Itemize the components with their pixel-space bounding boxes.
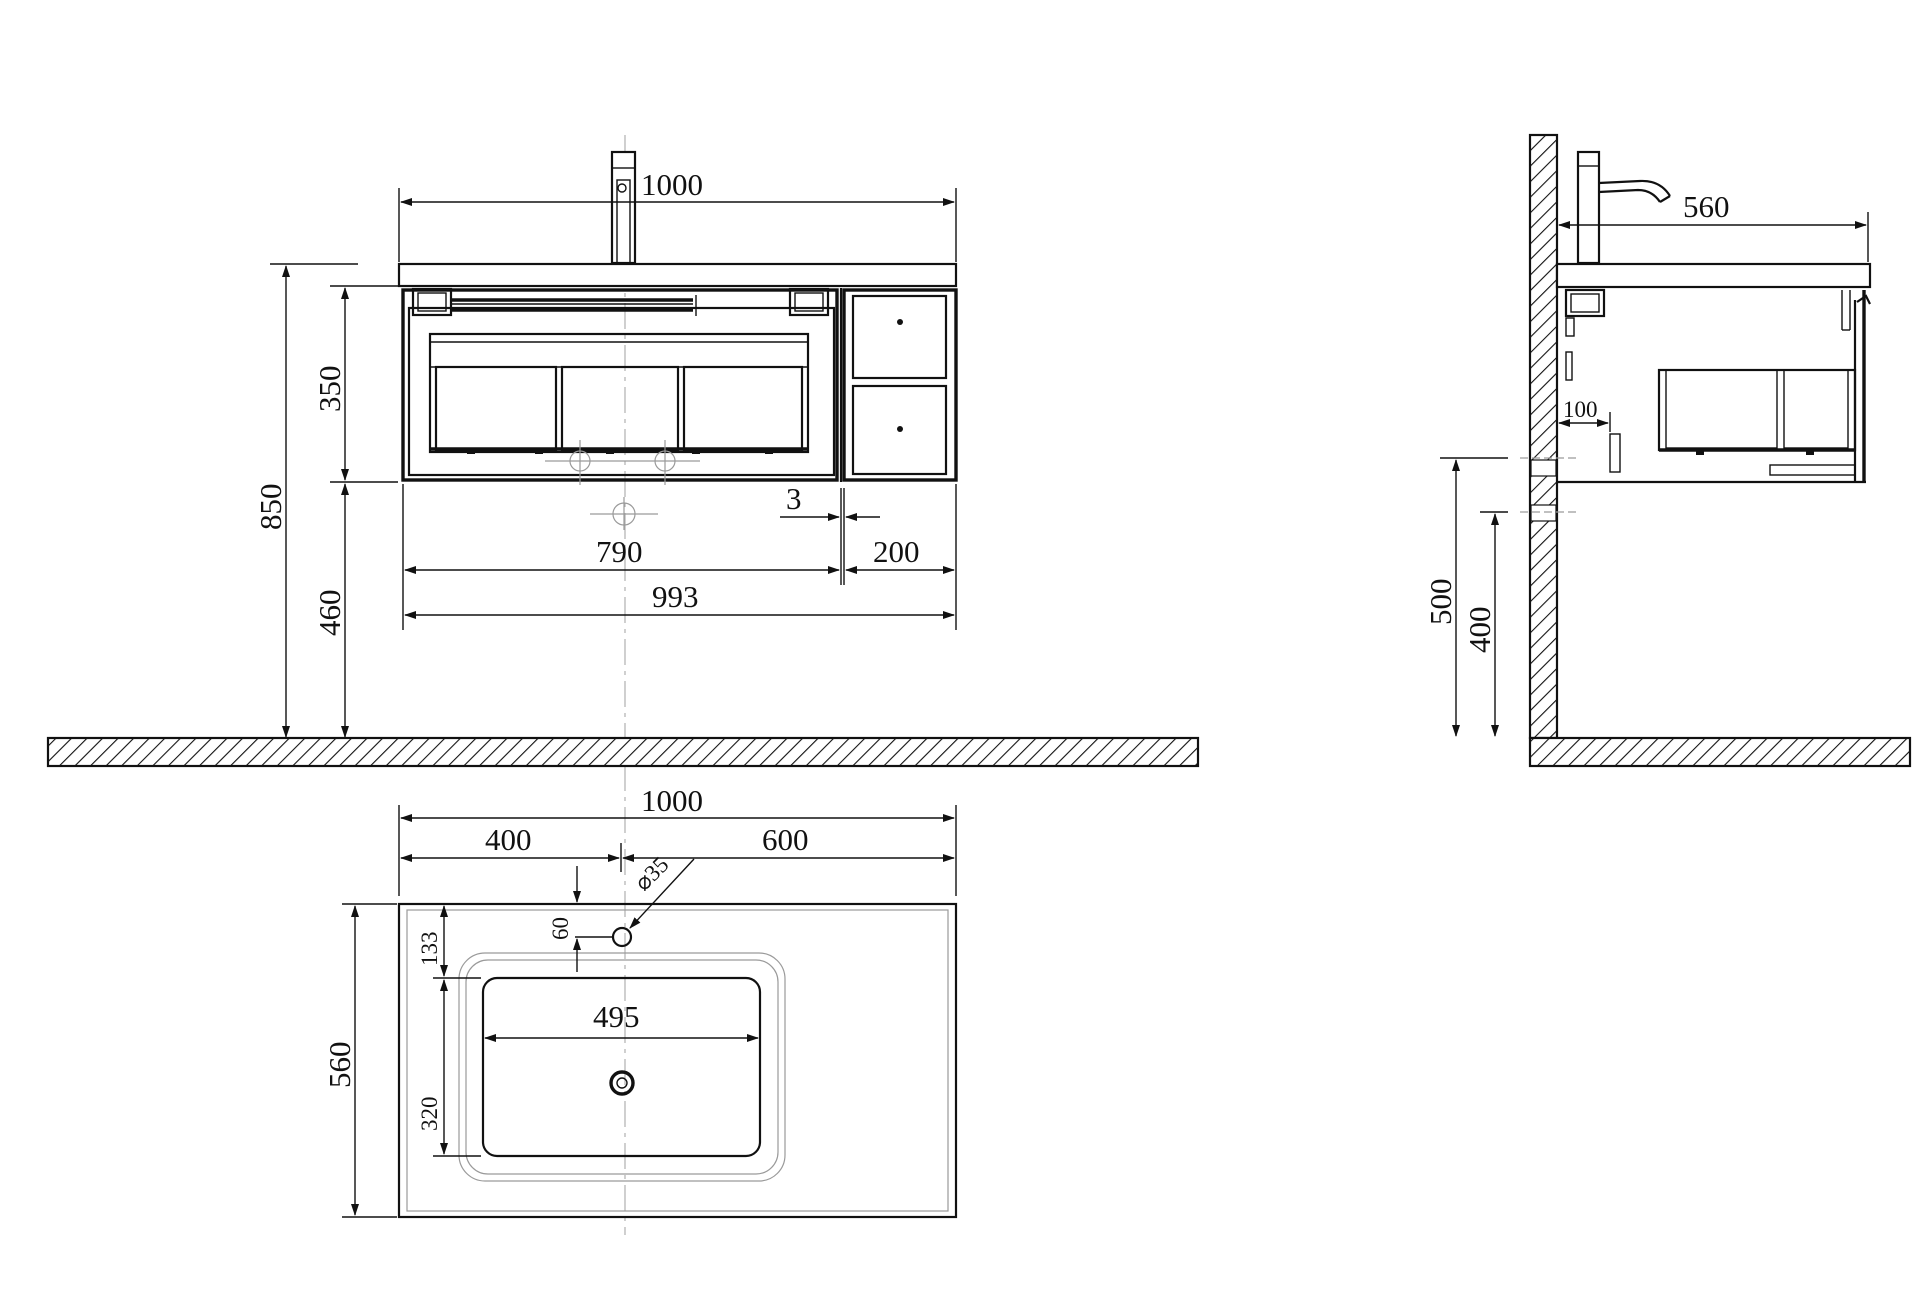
tap-hole-icon [611,926,633,948]
dim-label-basin-width: 495 [593,999,640,1034]
floor-side [1528,736,1912,768]
main-cabinet-front [401,287,839,485]
dim-label-overall-width-top: 1000 [641,783,703,818]
dim-label-depth-side: 560 [1683,189,1730,224]
dim-mount-height: 460 [312,483,349,738]
top-view: 1000 400 600 ⌀35 60 [322,783,958,1219]
countertop-inner-edge [406,909,949,1212]
basin-outer-edge [458,952,786,1182]
basin-outer-edge-inner [465,959,779,1175]
dim-cabinet-widths: 790 200 [402,484,957,630]
countertop-side [1555,262,1872,289]
drain-icon [609,1070,635,1096]
dim-basin-depth: 320 [417,979,481,1157]
dim-label-right-from-tap: 600 [762,822,809,857]
dim-label-gap: 3 [786,481,802,516]
dim-label-basin-depth: 320 [417,1097,442,1132]
dim-offset-side: 100 [1558,397,1611,432]
dim-label-main-cabinet-width: 790 [596,534,643,569]
dim-total-height: 850 [253,263,358,738]
dim-label-cabinet-height: 350 [312,366,347,413]
dim-label-mount-height: 460 [312,590,347,637]
countertop-front [397,262,958,288]
dim-depth-side: 560 [1558,189,1869,262]
side-view: 560 100 500 400 [1423,133,1912,768]
dim-label-offset-side: 100 [1563,397,1598,422]
waste-marker [590,497,658,530]
faucet-side [1576,150,1671,265]
dim-label-left-to-tap: 400 [485,822,532,857]
dim-overall-width-top: 1000 [398,783,957,896]
dim-countertop-depth: 560 [322,903,397,1218]
side-cabinet-front [839,288,958,482]
dim-basin-width: 495 [484,999,759,1042]
dim-label-side-cabinet-width: 200 [873,534,920,569]
drain-inner-icon [616,1077,628,1089]
dim-label-overall-width: 1000 [641,167,703,202]
dim-label-height-upper: 500 [1423,579,1458,626]
dim-overall-width-front: 1000 [398,167,957,262]
dim-height-upper-side: 500 [1423,457,1508,737]
cabinet-side [1557,288,1871,484]
basin-bowl [481,976,762,1158]
dim-label-tap-to-edge: 60 [548,917,573,940]
dim-cabinet-total-width: 993 [404,579,955,619]
dim-label-tap-hole: 35 [640,852,674,886]
dim-edge-to-basin: 133 [417,905,481,979]
dim-tap-position: 400 600 [400,822,955,872]
dim-cabinet-height: 350 [312,285,398,483]
front-view: 1000 850 350 460 3 [46,135,1200,1235]
dim-height-lower-side: 400 [1462,511,1508,737]
countertop-top [397,902,958,1219]
dim-label-countertop-depth: 560 [322,1042,357,1089]
dim-label-height-lower: 400 [1462,607,1497,654]
dim-gap: 3 [780,481,880,585]
floor-front [46,736,1200,768]
dim-tap-to-edge: 60 [548,866,612,972]
dim-label-edge-to-basin: 133 [417,932,442,967]
faucet-front [610,150,637,265]
dim-label-cabinet-total-width: 993 [652,579,699,614]
wall-side [1528,133,1559,740]
dim-label-total-height: 850 [253,484,288,531]
